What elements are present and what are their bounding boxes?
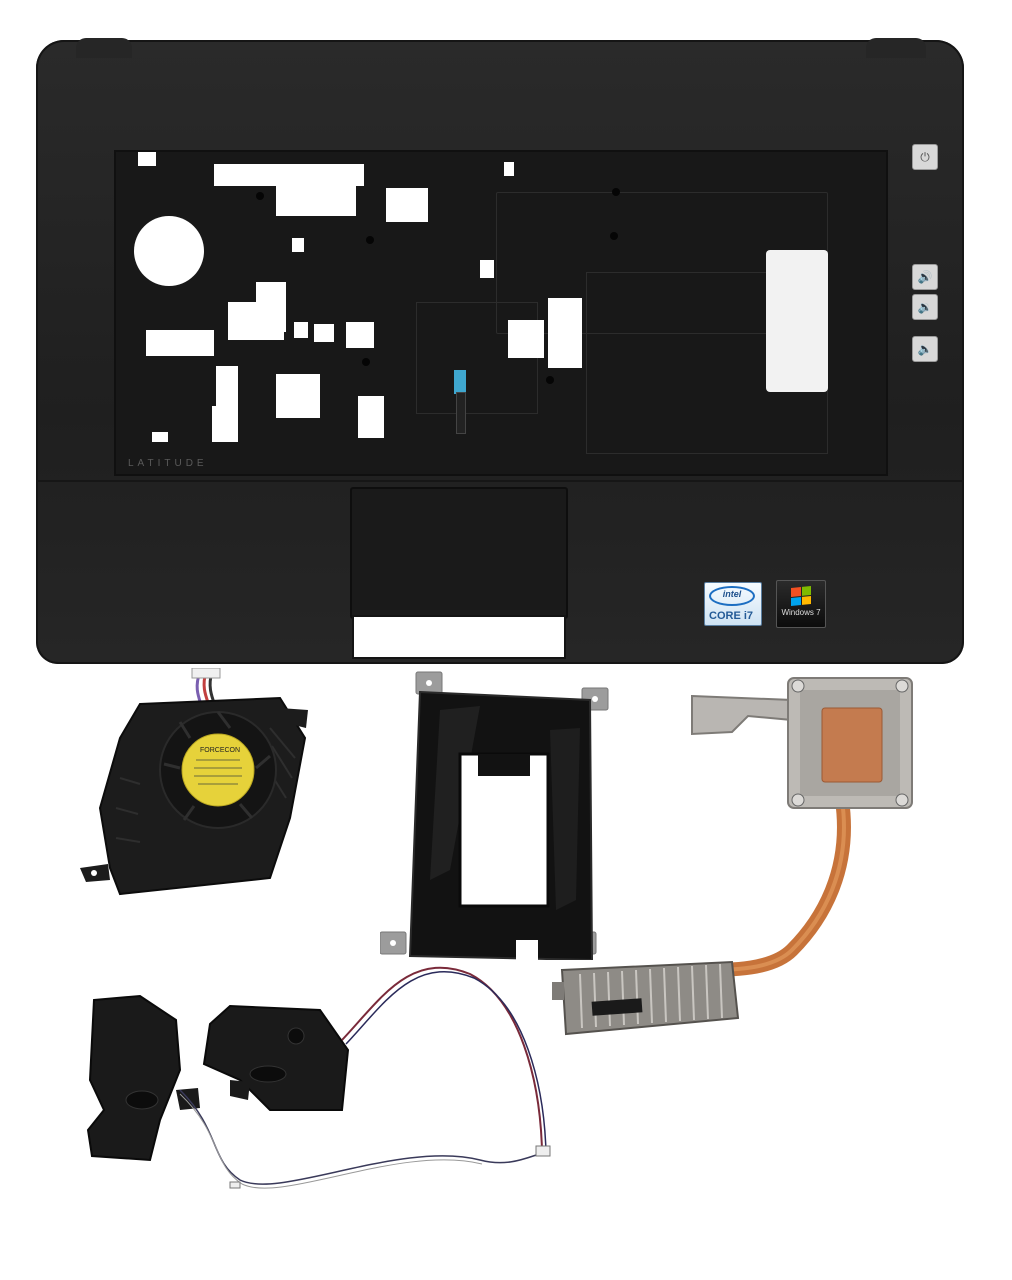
power-icon[interactable]: ⏻ [912, 144, 938, 170]
opening [314, 324, 334, 342]
screw-hole [610, 232, 618, 240]
screw-hole [256, 192, 264, 200]
brand-label: LATITUDE [128, 458, 208, 469]
opening [146, 330, 214, 356]
opening [214, 164, 364, 186]
screw-hole [362, 358, 370, 366]
windows-7-badge: Windows 7 [776, 580, 826, 628]
volume-down-icon[interactable]: 🔉 [912, 294, 938, 320]
mute-icon[interactable]: 🔈 [912, 336, 938, 362]
opening [212, 406, 238, 442]
fan-brand-label: FORCECON [200, 747, 240, 754]
opening [504, 162, 514, 176]
opening [358, 396, 384, 438]
speakers [80, 960, 570, 1190]
palmrest: LATITUDE ⏻ 🔊 🔉 🔈 intel CORE i7 Windows 7 [36, 38, 964, 664]
fan-opening [134, 216, 204, 286]
touchpad[interactable] [350, 487, 568, 619]
touchpad-ribbon-connector [454, 370, 466, 394]
hdd-caddy [379, 670, 616, 962]
opening [294, 322, 308, 338]
opening [480, 260, 494, 278]
right-speaker [202, 1004, 350, 1111]
opening [276, 374, 320, 418]
touchpad-button-opening [352, 615, 566, 659]
opening [138, 152, 156, 166]
cpu-opening [766, 250, 828, 392]
touchpad-ribbon-cable [456, 392, 466, 434]
opening [548, 298, 582, 368]
opening [292, 238, 304, 252]
palmrest-tab-left [76, 38, 132, 58]
opening [508, 320, 544, 358]
opening [346, 322, 374, 348]
left-speaker [86, 994, 182, 1162]
media-button-strip: ⏻ 🔊 🔉 🔈 [900, 140, 948, 470]
keyboard-cutout [114, 150, 888, 476]
windows-logo-icon [791, 585, 811, 607]
mold-ridge [416, 302, 538, 414]
cooling-fan: FORCECON [80, 667, 310, 900]
palmrest-seam [36, 480, 964, 482]
opening [386, 188, 428, 222]
palmrest-tab-right [866, 38, 926, 58]
cpu-heatsink [552, 670, 922, 1050]
volume-up-icon[interactable]: 🔊 [912, 264, 938, 290]
opening [228, 302, 284, 340]
screw-hole [546, 376, 554, 384]
intel-core-i7-badge: intel CORE i7 [704, 582, 762, 626]
opening [152, 432, 168, 442]
screw-hole [366, 236, 374, 244]
opening [276, 182, 356, 216]
screw-hole [612, 188, 620, 196]
